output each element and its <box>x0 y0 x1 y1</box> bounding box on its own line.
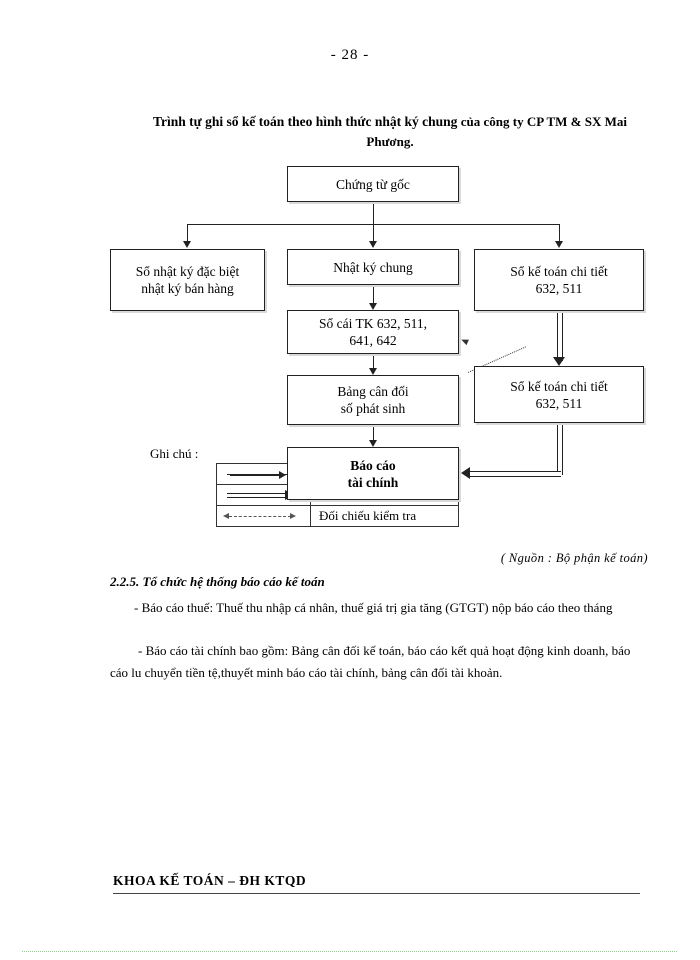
connector-chungtugoc-down <box>373 202 374 224</box>
connector-to-nhatkychung <box>373 224 374 242</box>
arrowhead-soketoan2 <box>553 357 565 366</box>
flow-node-label-line2: 641, 642 <box>349 333 397 348</box>
body-paragraph-2: - Báo cáo tài chính bao gồm: Bảng cân đố… <box>110 643 631 680</box>
flow-node-nhat-ky-chung[interactable]: Nhật ký chung <box>287 249 459 285</box>
flow-node-so-ke-toan-chi-tiet-1[interactable]: Sổ kế toán chi tiết 632, 511 <box>474 249 644 311</box>
arrowhead-left-into-baocao <box>279 471 286 479</box>
flow-node-label-line2: nhật ký bán hàng <box>141 281 234 296</box>
legend-symbol-dotted-arrow <box>216 505 311 527</box>
figure-title-main: Trình tự ghi sổ kế toán theo hình thức n… <box>152 114 458 129</box>
dotted-arrowhead-left-icon <box>223 513 229 519</box>
connector-to-sonhatky <box>187 224 188 242</box>
accounting-flowchart: Chứng từ gốc Sổ nhật ký đặc biệt nhật ký… <box>110 166 644 527</box>
flow-node-label-line1: Sổ cái TK 632, 511, <box>319 316 427 331</box>
arrowhead-bangcandoi <box>369 368 377 375</box>
connector-left-into-baocao <box>230 475 282 476</box>
flow-node-label-line1: Sổ kế toán chi tiết <box>510 264 608 279</box>
flow-node-label-line1: Sổ kế toán chi tiết <box>510 378 608 394</box>
connector-soketoan2-baocao-horizontal <box>470 471 561 477</box>
flow-node-label: Nhật ký chung <box>333 259 413 275</box>
arrowhead-dotted-socai <box>460 336 469 346</box>
figure-title: Trình tự ghi sổ kế toán theo hình thức n… <box>130 112 650 152</box>
legend-text-3: Đối chiếu kiểm tra <box>310 505 459 527</box>
flow-node-so-nhat-ky-dac-biet[interactable]: Sổ nhật ký đặc biệt nhật ký bán hàng <box>110 249 265 311</box>
arrowhead-to-nhatkychung <box>369 241 377 248</box>
flow-node-label-line1: Bảng cân đối <box>337 384 409 399</box>
legend-label: Ghi chú : <box>150 446 199 461</box>
flow-node-so-ke-toan-chi-tiet-2[interactable]: Sổ kế toán chi tiết 632, 511 <box>474 366 644 423</box>
connector-to-soketoan1 <box>559 224 560 242</box>
connector-bangcandoi-baocao <box>373 425 374 440</box>
legend-row: Đối chiếu kiểm tra <box>216 505 459 527</box>
flow-node-so-cai[interactable]: Sổ cái TK 632, 511, 641, 642 <box>287 310 459 354</box>
figure-source-note: ( Nguồn : Bộ phận kế toán) <box>500 551 648 565</box>
flow-node-label-line1: Báo cáo <box>350 457 396 473</box>
flow-node-chung-tu-goc[interactable]: Chứng từ gốc <box>287 166 459 202</box>
page-number: - 28 - <box>330 47 370 63</box>
connector-soketoan1-soketoan2 <box>557 311 563 361</box>
flow-node-label-line2: tài chính <box>347 474 399 490</box>
dotted-arrowhead-right-icon <box>290 513 296 519</box>
arrowhead-baocao <box>369 440 377 447</box>
flow-node-label-line2: số phát sinh <box>340 401 406 416</box>
footer-title: KHOA KẾ TOÁN – ĐH KTQD <box>113 873 307 888</box>
double-line-icon <box>227 492 287 498</box>
flow-node-bao-cao-tai-chinh[interactable]: Báo cáo tài chính <box>287 447 459 500</box>
flow-node-label-line1: Sổ nhật ký đặc biệt <box>135 264 240 279</box>
body-paragraph-1: - Báo cáo thuế: Thuế thu nhập cá nhân, t… <box>134 600 613 615</box>
flow-node-label-line2: 632, 511 <box>535 395 583 411</box>
page-bottom-strip <box>22 951 677 953</box>
connector-nhatkychung-socai <box>373 285 374 303</box>
section-heading: 2.2.5. Tổ chức hệ thống báo cáo kế toán <box>110 574 325 589</box>
connector-soketoan2-down <box>557 423 563 475</box>
figure-title-rest: của công ty CP TM & SX Mai Phương. <box>366 114 627 149</box>
arrowhead-socai <box>369 303 377 310</box>
arrowhead-baocao-right-side <box>461 467 470 479</box>
footer-divider <box>113 893 640 894</box>
flow-node-label: Chứng từ gốc <box>336 176 410 192</box>
flow-node-bang-can-doi-so-phat-sinh[interactable]: Bảng cân đối số phát sinh <box>287 375 459 425</box>
single-line-icon <box>227 473 289 475</box>
dotted-line-icon <box>229 516 291 517</box>
flow-node-label-line2: 632, 511 <box>535 281 583 296</box>
connector-socai-bangcandoi <box>373 354 374 368</box>
arrowhead-to-sonhatky <box>183 241 191 248</box>
arrowhead-to-soketoan1 <box>555 241 563 248</box>
